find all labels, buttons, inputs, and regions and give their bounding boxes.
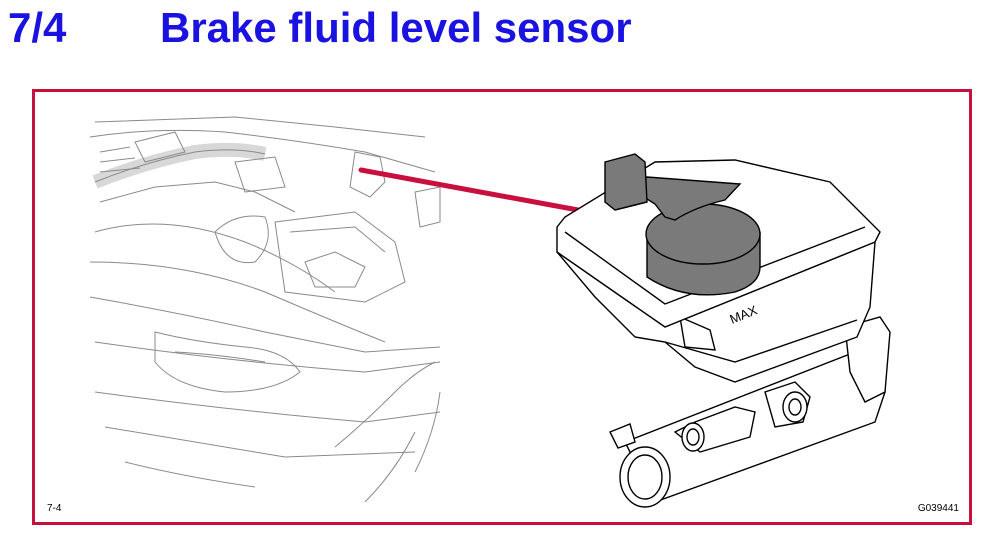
figure-label-right: G039441 bbox=[917, 503, 959, 514]
figure-frame: MAX 7-4 G039441 bbox=[32, 89, 972, 525]
figure-illustration: MAX bbox=[89, 116, 891, 508]
master-cylinder-drawing bbox=[556, 153, 891, 508]
section-number: 7/4 bbox=[8, 4, 67, 51]
engine-bay-drawing bbox=[89, 116, 441, 503]
figure-label-left: 7-4 bbox=[47, 503, 62, 514]
pointer-line bbox=[358, 167, 581, 213]
page-title: Brake fluid level sensor bbox=[160, 4, 632, 51]
